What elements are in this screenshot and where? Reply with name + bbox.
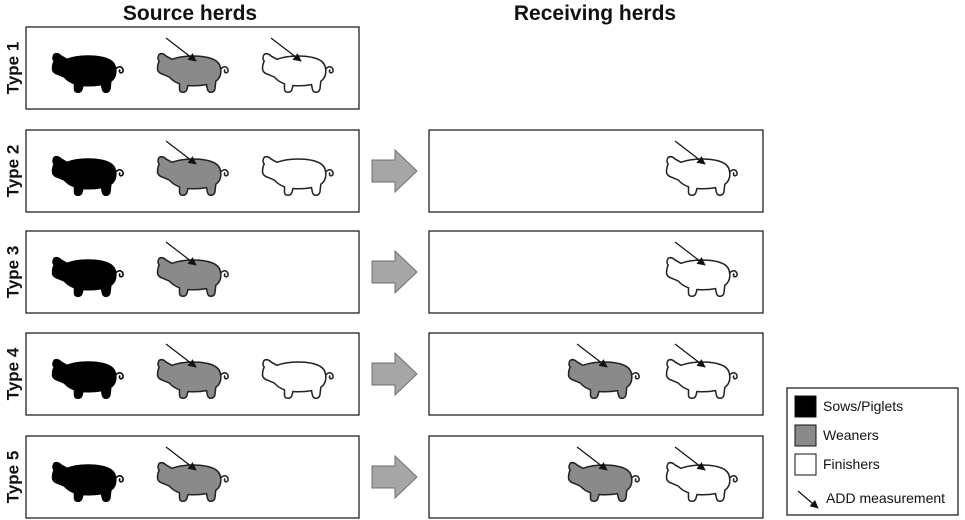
receiving-finishers-pig <box>665 343 738 400</box>
legend-item-label: Sows/Piglets <box>823 398 903 414</box>
herd-type-row: Type 5 <box>3 435 764 519</box>
row-type-label: Type 2 <box>3 145 22 198</box>
row-type-label: Type 1 <box>3 42 22 95</box>
source-weaners-pig <box>156 37 229 94</box>
add-measurement-arrow-icon <box>165 140 197 165</box>
add-measurement-arrow-icon <box>674 241 706 266</box>
add-measurement-arrow-icon <box>270 37 302 62</box>
legend-item: Finishers <box>794 453 880 476</box>
source-finishers-pig <box>261 37 334 94</box>
legend-swatch <box>794 424 817 447</box>
row-type-label: Type 3 <box>3 246 22 299</box>
source-weaners-pig <box>156 241 229 298</box>
receiving-weaners-pig <box>567 343 640 400</box>
flow-arrow-icon <box>371 249 418 295</box>
add-measurement-arrow-icon <box>576 343 608 368</box>
flow-arrow-icon <box>371 454 418 500</box>
herd-type-row: Type 2 <box>3 129 764 213</box>
add-measurement-arrow-icon <box>674 343 706 368</box>
rows-layer: Type 1 Type 2 Type 3 Type 4 Type 5 <box>3 26 764 519</box>
receiving-finishers-pig <box>665 241 738 298</box>
herd-type-row: Type 1 <box>3 26 360 110</box>
add-measurement-arrow-icon <box>165 241 197 266</box>
source-weaners-pig <box>156 343 229 400</box>
legend-item: Weaners <box>794 424 879 447</box>
flow-arrow-icon <box>371 351 418 397</box>
source-herds-title: Source herds <box>123 2 257 25</box>
legend-item-label: Finishers <box>823 456 880 472</box>
legend-add-label: ADD measurement <box>826 490 945 506</box>
source-weaners-pig <box>156 140 229 197</box>
legend-item: Sows/Piglets <box>794 395 903 418</box>
add-measurement-arrow-icon <box>165 343 197 368</box>
legend-item-label: Weaners <box>823 427 879 443</box>
receiving-herds-title: Receiving herds <box>514 2 676 25</box>
row-type-label: Type 5 <box>3 451 22 504</box>
add-measurement-arrow-icon <box>674 446 706 471</box>
add-arrow-icon <box>797 490 819 509</box>
add-measurement-arrow-icon <box>576 446 608 471</box>
add-measurement-arrow-icon <box>674 140 706 165</box>
row-type-label: Type 4 <box>3 347 22 400</box>
receiving-finishers-pig <box>665 140 738 197</box>
source-weaners-pig <box>156 446 229 503</box>
receiving-weaners-pig <box>567 446 640 503</box>
herd-type-row: Type 4 <box>3 332 764 416</box>
receiving-finishers-pig <box>665 446 738 503</box>
add-measurement-arrow-icon <box>165 37 197 62</box>
flow-arrow-icon <box>371 148 418 194</box>
herd-type-row: Type 3 <box>3 230 764 314</box>
legend-swatch <box>794 453 817 476</box>
legend-swatch <box>794 395 817 418</box>
add-measurement-arrow-icon <box>165 446 197 471</box>
